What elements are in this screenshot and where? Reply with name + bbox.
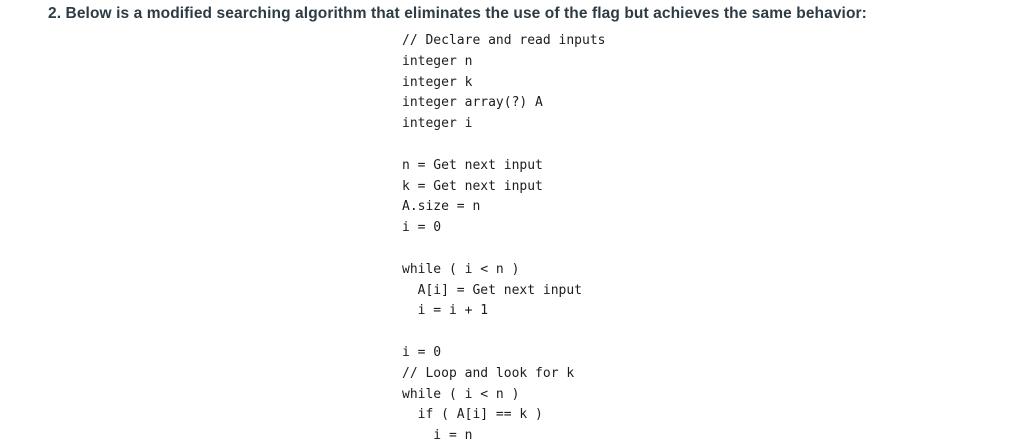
code-line: integer array(?) A <box>402 95 543 111</box>
code-line: A[i] = Get next input <box>402 282 583 298</box>
code-line <box>402 135 606 156</box>
code-line: if ( A[i] == k ) <box>402 407 543 423</box>
code-block: // Declare and read inputs integer n int… <box>402 31 606 447</box>
code-line <box>402 239 606 260</box>
code-line: integer k <box>402 74 473 90</box>
code-line: k = Get next input <box>402 178 543 194</box>
code-line: while ( i < n ) <box>402 261 520 277</box>
code-line: // Loop and look for k <box>402 365 575 381</box>
code-line: integer n <box>402 53 473 69</box>
code-line: A.size = n <box>402 199 481 215</box>
code-line: i = n <box>402 428 473 444</box>
code-line: i = 0 <box>402 344 442 360</box>
code-line: i = 0 <box>402 220 442 236</box>
code-line: n = Get next input <box>402 157 543 173</box>
code-line: while ( i < n ) <box>402 386 520 402</box>
code-line: i = i + 1 <box>402 303 489 319</box>
code-line: integer i <box>402 116 473 132</box>
question-heading: 2. Below is a modified searching algorit… <box>48 5 867 22</box>
code-line: // Declare and read inputs <box>402 33 606 48</box>
code-line <box>402 322 606 343</box>
